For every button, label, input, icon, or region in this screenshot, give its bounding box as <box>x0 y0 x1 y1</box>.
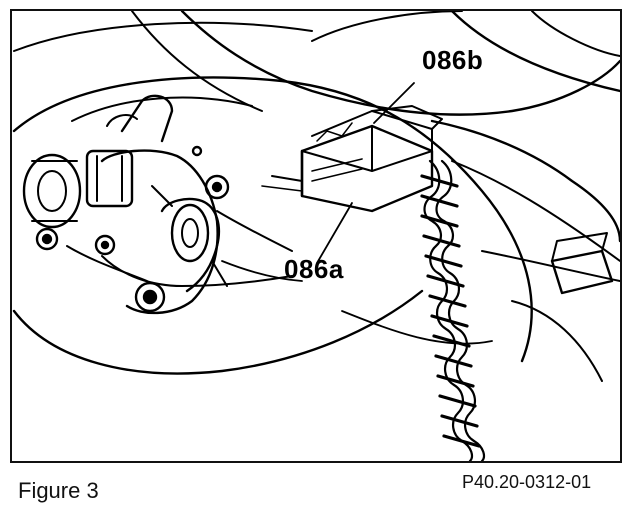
coiled-cable <box>420 159 485 461</box>
control-arm <box>151 185 303 293</box>
leader-line-086b <box>373 82 415 124</box>
knuckle-assembly <box>22 94 293 315</box>
connector-086a-body <box>261 105 443 213</box>
figure-reference-code: P40.20-0312-01 <box>462 472 592 492</box>
bracket-box <box>550 232 614 295</box>
figure-frame: 086b 086a <box>10 9 622 463</box>
figure-caption: Figure 3 <box>18 478 99 503</box>
leader-lines <box>316 82 415 264</box>
technical-illustration <box>12 11 620 461</box>
callout-label-086b: 086b <box>422 45 484 75</box>
leader-line-086a <box>316 202 353 264</box>
callout-label-086a: 086a <box>284 254 344 284</box>
frame-arms <box>131 11 620 382</box>
